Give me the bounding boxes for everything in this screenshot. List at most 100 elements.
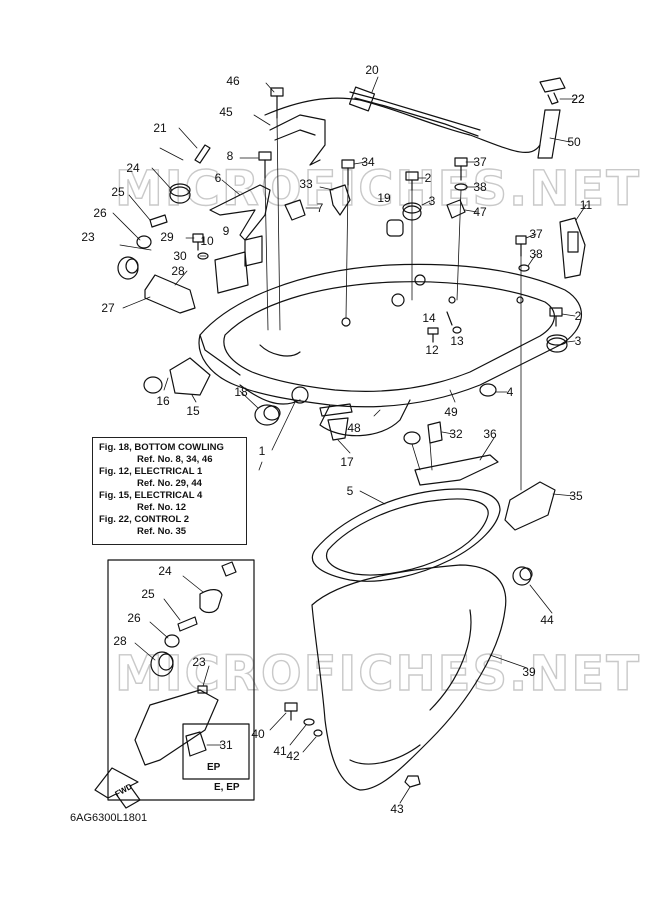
leader-lines xyxy=(112,76,587,804)
ref-numbers: Ref. No. 35 xyxy=(137,526,187,537)
grommet-24 xyxy=(169,183,191,204)
callout-42: 42 xyxy=(286,749,300,763)
callout-38: 38 xyxy=(473,180,487,194)
cowling-shell-39 xyxy=(311,564,507,791)
callout-10: 10 xyxy=(200,234,214,248)
inset-sub-variant-label: EP xyxy=(207,762,221,773)
washer-42 xyxy=(313,729,323,737)
callout-18: 18 xyxy=(234,385,248,399)
cable-hose xyxy=(264,86,541,153)
clip-47 xyxy=(446,199,466,219)
fwd-label: FWD xyxy=(114,782,134,799)
bracket-45 xyxy=(269,114,326,166)
grommet-4-right xyxy=(479,383,497,397)
fitting-22 xyxy=(537,77,566,159)
washer-13 xyxy=(452,326,462,334)
callout-35: 35 xyxy=(569,489,583,503)
screw-25 xyxy=(149,214,168,228)
callout-45: 45 xyxy=(219,105,233,119)
plate-48 xyxy=(319,403,353,417)
bolt-2-top xyxy=(405,171,419,191)
pipe-21 xyxy=(194,144,211,164)
callout-15: 15 xyxy=(186,404,200,418)
latch-11 xyxy=(559,217,586,279)
callout-38: 38 xyxy=(529,247,543,261)
bracket-9 xyxy=(244,235,263,267)
seal-5 xyxy=(311,488,501,582)
callout-22: 22 xyxy=(571,92,585,106)
fwd-arrow-icon xyxy=(94,767,141,809)
ref-title: Fig. 15, ELECTRICAL 4 xyxy=(99,490,203,501)
callout-28: 28 xyxy=(171,264,185,278)
callout-32: 32 xyxy=(449,427,463,441)
ref-title: Fig. 22, CONTROL 2 xyxy=(99,514,190,525)
clip-32 xyxy=(427,421,443,444)
callout-37: 37 xyxy=(473,155,487,169)
bolt-40 xyxy=(284,702,298,721)
callout-14: 14 xyxy=(422,311,436,325)
callout-9: 9 xyxy=(223,224,230,238)
callout-47: 47 xyxy=(473,205,487,219)
callout-29: 29 xyxy=(160,230,174,244)
ref-title: Fig. 12, ELECTRICAL 1 xyxy=(99,466,203,477)
callout-37: 37 xyxy=(529,227,543,241)
callout-31: 31 xyxy=(219,738,233,752)
grommet-19 xyxy=(386,219,404,237)
drawing-code: 6AG6300L1801 xyxy=(70,812,148,824)
grommet-4-left xyxy=(403,431,421,445)
callout-30: 30 xyxy=(173,249,187,263)
callout-22: 22 xyxy=(571,92,585,106)
callout-43: 43 xyxy=(390,802,404,816)
callout-6: 6 xyxy=(215,171,222,185)
inset-variant-label: E, EP xyxy=(214,782,240,793)
callout-23: 23 xyxy=(192,655,206,669)
grommet-23 xyxy=(117,256,139,280)
callout-40: 40 xyxy=(251,727,265,741)
callout-3: 3 xyxy=(429,194,436,208)
grommet-18 xyxy=(254,404,281,426)
clip-33 xyxy=(329,184,351,216)
callout-1: 1 xyxy=(259,444,266,458)
callout-36: 36 xyxy=(483,427,497,441)
callout-16: 16 xyxy=(156,394,170,408)
washer-38-right xyxy=(518,264,530,272)
callout-49: 49 xyxy=(444,405,458,419)
callout-2: 2 xyxy=(425,171,432,185)
ref-title: Fig. 18, BOTTOM COWLING xyxy=(99,442,224,453)
bolt-2-right xyxy=(549,307,563,327)
bracket-35 xyxy=(504,481,556,531)
rectifier-10 xyxy=(214,251,249,294)
callout-25: 25 xyxy=(111,185,125,199)
watermark-top: MICROFICHES.NET xyxy=(115,161,641,217)
callout-41: 41 xyxy=(273,744,287,758)
callout-4: 4 xyxy=(507,385,514,399)
callout-7: 7 xyxy=(317,201,324,215)
callout-24: 24 xyxy=(158,564,172,578)
grommet-44 xyxy=(512,566,533,586)
clip-7 xyxy=(284,199,306,221)
ref-numbers: Ref. No. 29, 44 xyxy=(137,478,202,489)
callout-8: 8 xyxy=(227,149,234,163)
callout-23: 23 xyxy=(81,230,95,244)
grommet-17 xyxy=(327,417,349,441)
screw-12 xyxy=(427,327,439,343)
ref-numbers: Ref. No. 8, 34, 46 xyxy=(137,454,213,465)
callout-3: 3 xyxy=(575,334,582,348)
callout-50: 50 xyxy=(567,135,581,149)
callout-21: 21 xyxy=(153,121,167,135)
callout-25: 25 xyxy=(141,587,155,601)
callout-24: 24 xyxy=(126,161,140,175)
callout-28: 28 xyxy=(113,634,127,648)
collar-26 xyxy=(136,235,152,249)
nut-43 xyxy=(404,775,421,788)
callout-2: 2 xyxy=(575,309,582,323)
bolt-37-right xyxy=(515,235,527,257)
callout-27: 27 xyxy=(101,301,115,315)
washer-41 xyxy=(303,718,315,726)
washer-30 xyxy=(197,252,209,260)
bolt-46 xyxy=(270,87,284,119)
bolt-8 xyxy=(258,151,272,179)
callout-46: 46 xyxy=(226,74,240,88)
callout-12: 12 xyxy=(425,343,439,357)
